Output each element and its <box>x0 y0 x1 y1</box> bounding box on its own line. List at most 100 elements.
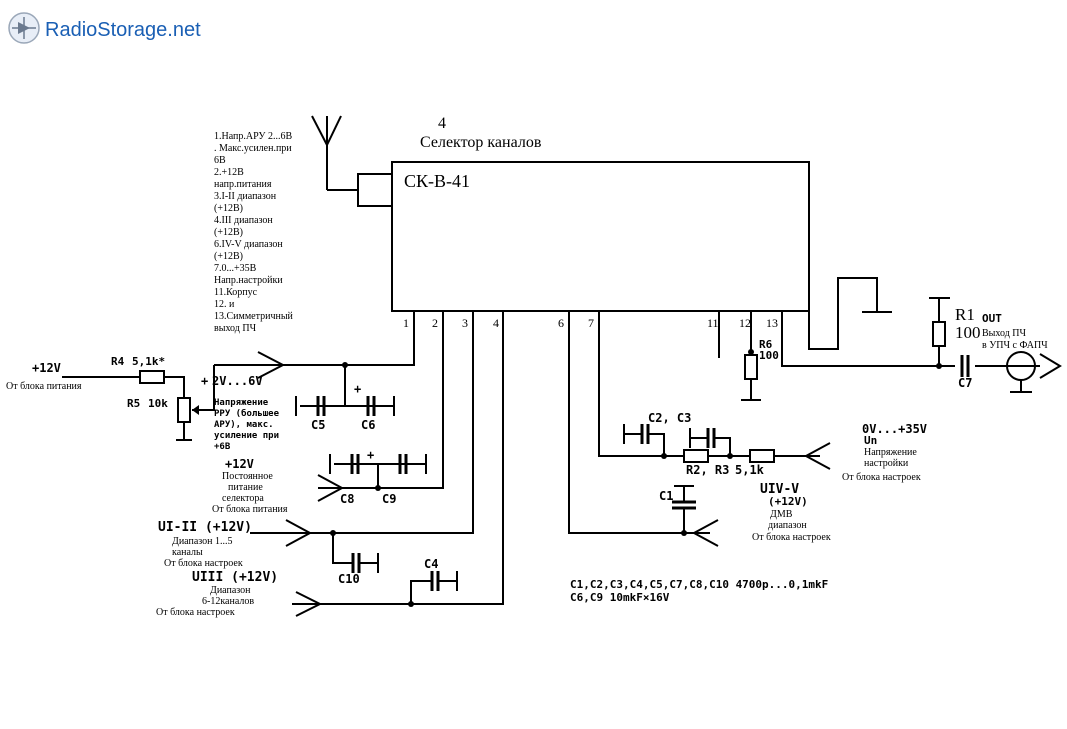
c5-label: C5 <box>311 418 325 432</box>
text-inputs-supply_desc-3: От блока питания <box>212 504 288 515</box>
pin-notes: 1.Напр.АРУ 2...6В . Макс.усилен.при 6В 2… <box>214 131 294 334</box>
text-pin_notes-3: 2.+12В <box>214 167 244 178</box>
c2-c3-label: C2, C3 <box>648 411 691 425</box>
wiring <box>214 277 1040 605</box>
text-inputs-u45_desc-2: От блока настроек <box>752 532 831 543</box>
c9-label: C9 <box>382 492 396 506</box>
c6-label: C6 <box>361 418 375 432</box>
text-inputs-supply_desc-0: Постоянное <box>222 471 273 482</box>
text-inputs-agc_desc-0: Напряжение <box>214 398 269 408</box>
r1-value: 100 <box>955 323 981 342</box>
logo-text: RadioStorage.net <box>45 19 201 41</box>
text-pin_notes-12: Напр.настройки <box>214 275 283 286</box>
output-connector-icon <box>1006 351 1062 393</box>
power-source: От блока питания <box>6 381 82 392</box>
c8-label: C8 <box>340 492 354 506</box>
pin-4-label: 4 <box>493 316 499 330</box>
pin-2-label: 2 <box>432 316 438 330</box>
c6-plus: + <box>354 382 361 396</box>
text-pin_notes-5: 3.I-II диапазон <box>214 191 277 202</box>
text-pin_notes-16: выход ПЧ <box>214 323 257 334</box>
text-pin_notes-11: 7.0...+35В <box>214 263 257 274</box>
text-inputs-supply_desc-1: питание <box>228 482 263 493</box>
tuning-network <box>623 424 831 470</box>
r5-label: R5 <box>127 397 140 410</box>
pin-1-label: 1 <box>403 316 409 330</box>
pin-13-label: 13 <box>766 316 778 330</box>
output-network <box>929 297 1062 393</box>
capacitor-note-2: C6,C9 10mkF×16V <box>570 591 670 604</box>
text-inputs-agc_desc-2: АРУ), макс. <box>214 420 274 430</box>
agc-input-network <box>62 351 286 441</box>
supply-voltage: +12V <box>225 457 254 471</box>
r2-r3-value: 5,1k <box>735 463 765 477</box>
text-inputs-u12_desc-1: каналы <box>172 547 203 558</box>
out-label: OUT <box>982 312 1002 325</box>
c8-c9-capacitors <box>317 454 427 502</box>
u45-label: UIV-V <box>760 482 799 497</box>
text-inputs-supply_desc-2: селектора <box>222 493 264 504</box>
c10-capacitor <box>285 519 379 573</box>
text-pin_notes-1: . Макс.усилен.при <box>214 143 292 154</box>
text-pin_notes-9: 6.IV-V диапазон <box>214 239 283 250</box>
r2-r3-label: R2, R3 <box>686 463 729 477</box>
r1-label: R1 <box>955 305 975 324</box>
r4-label: R4 <box>111 355 125 368</box>
text-pin_notes-6: (+12В) <box>214 203 243 214</box>
r4-resistor <box>139 370 165 384</box>
r4-value: 5,1k* <box>132 355 165 368</box>
u3-label: UIII (+12V) <box>192 570 278 585</box>
text-inputs-tune_desc-1: настройки <box>864 458 909 469</box>
text-pin_notes-4: напр.питания <box>214 179 272 190</box>
selector-number: 4 <box>438 115 446 132</box>
c1-capacitor <box>672 485 719 547</box>
r6-resistor <box>741 349 761 401</box>
out-desc-line1: Выход ПЧ <box>982 328 1027 339</box>
text-pin_notes-7: 4.III диапазон <box>214 215 273 226</box>
tune-un: Un <box>864 434 877 447</box>
antenna-icon <box>311 115 358 191</box>
selector-pins: 1 2 3 4 6 7 11 12 13 <box>403 316 778 330</box>
channel-selector-block: 4 Селектор каналов СК-В-41 <box>357 115 810 312</box>
agc-voltage: 2V...6V <box>212 374 263 388</box>
c5-c6-capacitors <box>295 362 395 416</box>
text-inputs-u3_desc-2: От блока настроек <box>156 607 235 618</box>
text-inputs-agc_desc-4: +6В <box>214 442 231 452</box>
c10-label: C10 <box>338 572 360 586</box>
u45-voltage: (+12V) <box>768 495 808 508</box>
site-logo[interactable]: RadioStorage.net <box>8 12 201 44</box>
selector-title: Селектор каналов <box>420 134 542 151</box>
r5-resistor <box>177 397 191 423</box>
pin-11-label: 11 <box>707 316 719 330</box>
selector-model: СК-В-41 <box>404 171 470 191</box>
r3-resistor <box>749 449 775 463</box>
pin-3-label: 3 <box>462 316 468 330</box>
text-inputs-u45_desc-1: диапазон <box>768 520 807 531</box>
text-pin_notes-2: 6В <box>214 155 226 166</box>
u45-description: ДМВ диапазон От блока настроек <box>752 509 831 543</box>
text-inputs-u12_desc-0: Диапазон 1...5 <box>172 536 233 547</box>
r6-label: R6 <box>759 338 773 351</box>
power-voltage: +12V <box>32 361 61 375</box>
r1-resistor <box>932 321 946 347</box>
c4-capacitor <box>295 571 458 617</box>
text-inputs-agc_desc-3: усиление при <box>214 431 279 441</box>
c9-plus: + <box>367 448 374 462</box>
text-inputs-u45_desc-0: ДМВ <box>770 509 793 520</box>
pin-7-label: 7 <box>588 316 594 330</box>
c1-label: C1 <box>659 489 673 503</box>
text-inputs-u3_desc-0: Диапазон <box>210 585 251 596</box>
text-pin_notes-8: (+12В) <box>214 227 243 238</box>
text-inputs-tune_desc-2: От блока настроек <box>842 472 921 483</box>
r5-value: 10k <box>148 397 168 410</box>
r2-resistor <box>683 449 709 463</box>
pin-12-label: 12 <box>739 316 751 330</box>
supply-description: Постоянное питание селектора От блока пи… <box>212 471 288 515</box>
capacitor-note-1: C1,C2,C3,C4,C5,C7,C8,C10 4700p...0,1mkF <box>570 578 828 591</box>
text-pin_notes-0: 1.Напр.АРУ 2...6В <box>214 131 292 142</box>
u12-label: UI-II (+12V) <box>158 520 252 535</box>
u12-description: Диапазон 1...5 каналы От блока настроек <box>164 536 243 569</box>
tune-voltage: 0V...+35V <box>862 422 927 436</box>
agc-description: Напряжение РРУ (большее АРУ), макс. усил… <box>214 398 280 452</box>
